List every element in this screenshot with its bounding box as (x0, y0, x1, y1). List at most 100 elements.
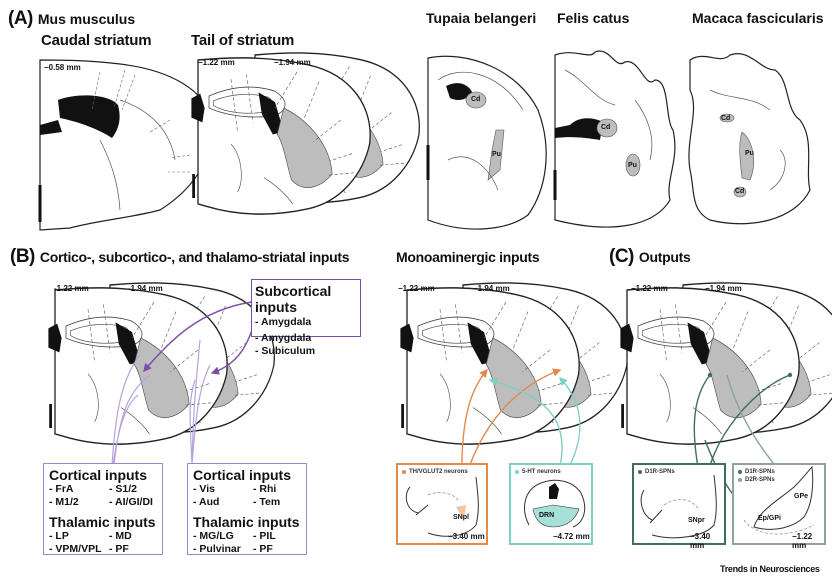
5ht-inset: 5-HT neurons DRN −4.72 mm (509, 463, 593, 545)
midbrain-drawing (405, 476, 479, 537)
legend-text: D1R-SPNs (745, 469, 775, 475)
coord-label: −1.22 mm (792, 532, 813, 550)
th-vglut2-inset: TH/VGLUT2 neurons SNpl −3.40 mm (396, 463, 488, 545)
input-item: - FrA (49, 483, 74, 495)
brainstem-drawing (524, 479, 586, 528)
journal-credit: Trends in Neurosciences (720, 564, 820, 574)
subcortical-inputs-box: Subcortical inputs - Amygdala - Amygdala… (251, 279, 361, 357)
midbrain-drawing (640, 474, 717, 539)
thalamic-items: - LP - MD - VPM/VPL - PF (49, 530, 162, 556)
tupaia-section (426, 55, 547, 230)
cortical-input-lines-right (189, 339, 211, 466)
panel-c-title: Outputs (638, 249, 691, 265)
tail-striatum-title: Tail of striatum (191, 32, 295, 49)
inset-legend: 5-HT neurons (515, 469, 561, 475)
coord-label: −0.58 mm (44, 63, 81, 72)
input-item: - PF (253, 543, 273, 555)
subcortical-item: - Subiculum (255, 345, 316, 357)
green-dot-icon (738, 470, 742, 474)
felis-section (553, 50, 676, 228)
monoaminergic-sections (398, 281, 629, 446)
input-item: - Pulvinar (193, 543, 241, 555)
region-snpr: SNpr (688, 517, 705, 524)
coord-label: −3.40 mm (690, 532, 711, 550)
legend-text: 5-HT neurons (522, 469, 561, 475)
coord-label: −1.22 mm (198, 58, 235, 67)
caudal-striatum-title: Caudal striatum (41, 32, 152, 49)
input-item: - AI/GI/DI (109, 496, 153, 508)
input-item: - VPM/VPL (49, 543, 102, 555)
thalamic-heading: Thalamic inputs (49, 514, 156, 530)
coord-label: -1.94 mm (128, 284, 163, 293)
panel-c-header: (C) Outputs (609, 246, 691, 268)
input-item: - MD (109, 530, 132, 542)
input-item: - PIL (253, 530, 276, 542)
cortical-items: - Vis - Rhi - Aud - Tem (193, 483, 306, 509)
d1r-spns-inset: D1R-SPNs SNpr −3.40 mm (632, 463, 726, 550)
input-item: - MG/LG (193, 530, 234, 542)
thalamic-items: - MG/LG - PIL - Pulvinar - PF (193, 530, 306, 556)
legend-text: D2R-SPNs (745, 477, 775, 483)
input-item: - M1/2 (49, 496, 79, 508)
teal-dot-icon (515, 470, 519, 474)
region-drn: DRN (539, 512, 555, 519)
inset-legend: D1R-SPNs (738, 469, 775, 475)
left-inputs-box: Cortical inputs - FrA - S1/2 - M1/2 - AI… (43, 463, 163, 555)
legend-text: TH/VGLUT2 neurons (409, 469, 468, 475)
region-cd: Cd (721, 115, 731, 122)
coord-label: −1.94 mm (274, 58, 311, 67)
inset-legend: D2R-SPNs (738, 477, 775, 483)
input-item: - S1/2 (109, 483, 138, 495)
input-item: - Vis (193, 483, 215, 495)
cortical-heading: Cortical inputs (193, 467, 292, 483)
coord-label: −1.94 mm (705, 284, 742, 293)
panel-a-letter: (A) (8, 8, 33, 29)
coord-label: −1.22 mm (398, 284, 435, 293)
coord-label: −4.72 mm (553, 532, 590, 541)
region-cd: Cd (735, 188, 745, 195)
legend-text: D1R-SPNs (645, 469, 675, 475)
region-cd: Cd (601, 124, 611, 131)
subcortical-item: - Amygdala (255, 316, 312, 328)
region-cd: Cd (471, 96, 481, 103)
panel-c-letter: (C) (609, 246, 634, 267)
green-dot-icon (638, 470, 642, 474)
region-pu: Pu (628, 162, 637, 169)
panel-b-letter: (B) (10, 246, 35, 267)
thalamic-heading: Thalamic inputs (193, 514, 300, 530)
coord-label: −1.22 mm (631, 284, 668, 293)
d1r-d2r-spns-inset: D1R-SPNs D2R-SPNs GPe Ep/GPi −1.22 mm (732, 463, 826, 550)
coord-label: −1.94 mm (473, 284, 510, 293)
region-gpe: GPe (794, 493, 809, 500)
coord-label: -1.22 mm (54, 284, 89, 293)
outputs-sections (618, 281, 832, 446)
region-pu: Pu (745, 150, 754, 157)
region-pu: Pu (492, 151, 501, 158)
subcortical-heading: Subcortical inputs (255, 283, 332, 315)
macaca-section (688, 53, 811, 225)
cortical-items: - FrA - S1/2 - M1/2 - AI/GI/DI (49, 483, 162, 509)
input-item: - LP (49, 530, 69, 542)
panel-b-title: Cortico-, subcortico-, and thalamo-stria… (39, 249, 350, 265)
orange-dot-icon (402, 470, 406, 474)
panel-b-header: (B) Cortico-, subcortico-, and thalamo-s… (10, 246, 350, 268)
subcortical-arrow-1 (143, 301, 253, 373)
input-item: - Rhi (253, 483, 277, 495)
species-mus-musculus: Mus musculus (37, 11, 136, 27)
subcortical-item: - Amygdala (255, 332, 312, 344)
gray-dot-icon (738, 478, 742, 482)
coord-label: −3.40 mm (448, 532, 485, 541)
input-item: - Aud (193, 496, 220, 508)
tail-of-striatum-sections (189, 51, 421, 216)
input-item: - Tem (253, 496, 281, 508)
monoaminergic-title: Monoaminergic inputs (396, 249, 540, 265)
region-snpl: SNpl (453, 514, 469, 521)
cortical-heading: Cortical inputs (49, 467, 148, 483)
panel-a-header: (A) Mus musculus (8, 8, 135, 30)
subcortical-arrow-2 (210, 329, 253, 375)
pallidum-drawing (743, 465, 815, 535)
caudal-striatum-section (38, 59, 213, 231)
species-felis: Felis catus (557, 10, 630, 26)
panel-b-sections (46, 281, 276, 446)
species-macaca: Macaca fascicularis (692, 10, 824, 26)
